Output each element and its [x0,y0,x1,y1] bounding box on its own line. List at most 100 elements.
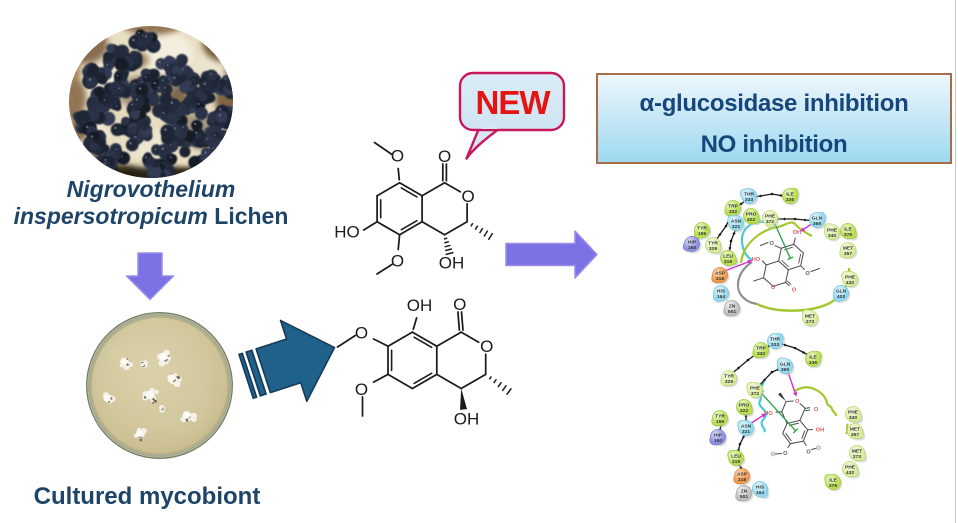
svg-text:O: O [480,337,493,356]
svg-text:357: 357 [844,251,852,257]
svg-text:O: O [391,252,404,271]
svg-text:O: O [806,450,811,456]
svg-text:TYR: TYR [715,413,725,419]
svg-text:318: 318 [716,276,724,282]
svg-text:501: 501 [728,309,736,315]
svg-text:O: O [355,323,368,342]
svg-text:336: 336 [809,360,817,366]
svg-text:LEU: LEU [723,253,733,259]
svg-text:O: O [355,380,368,399]
svg-text:ASN: ASN [741,423,752,429]
svg-text:HIP: HIP [688,239,697,245]
svg-text:HO: HO [752,257,761,263]
svg-text:PHE: PHE [827,227,838,233]
svg-text:OH: OH [454,410,480,429]
svg-text:O: O [438,147,451,166]
svg-text:O: O [792,288,797,294]
svg-text:ASP: ASP [715,270,726,276]
svg-text:329: 329 [709,246,717,252]
svg-text:ZN: ZN [741,488,748,494]
svg-text:376: 376 [844,232,852,238]
svg-text:OH: OH [439,254,465,273]
svg-text:OH: OH [407,296,433,315]
svg-text:333: 333 [745,197,753,203]
svg-text:372: 372 [766,219,774,225]
svg-text:ILE: ILE [829,477,837,483]
svg-text:PHE: PHE [845,274,856,280]
svg-text:HO: HO [334,223,360,242]
svg-text:TYR: TYR [724,373,734,379]
svg-text:322: 322 [740,408,748,414]
svg-text:GLN: GLN [812,215,823,221]
svg-text:TRP: TRP [756,345,767,351]
svg-text:319: 319 [732,459,740,465]
svg-text:160: 160 [714,438,722,444]
svg-text:273: 273 [806,319,814,325]
svg-text:ILE: ILE [844,226,852,232]
svg-text:THR: THR [770,336,781,342]
svg-text:PHE: PHE [848,409,859,415]
svg-text:LEU: LEU [731,453,741,459]
svg-text:O: O [771,285,776,291]
svg-text:O: O [805,271,810,277]
svg-text:332: 332 [757,351,765,357]
svg-text:O: O [783,451,788,457]
svg-text:O: O [461,187,474,206]
svg-text:340: 340 [828,233,836,239]
svg-text:NEW: NEW [476,84,552,121]
svg-text:372: 372 [751,391,759,397]
svg-text:329: 329 [725,379,733,385]
svg-text:319: 319 [724,259,732,265]
svg-text:MET: MET [805,313,815,319]
svg-text:THR: THR [744,191,755,197]
svg-text:432: 432 [846,470,854,476]
svg-text:ASN: ASN [731,218,742,224]
svg-text:164: 164 [717,294,725,300]
svg-text:322: 322 [747,217,755,223]
svg-text:GLN: GLN [780,361,791,367]
svg-text:ILE: ILE [786,191,794,197]
svg-text:HIS: HIS [756,484,765,490]
svg-text:273: 273 [853,454,861,460]
svg-text:TYR: TYR [697,225,707,231]
svg-text:PHE: PHE [750,385,761,391]
svg-text:O: O [453,295,466,314]
svg-text:TRP: TRP [728,203,739,209]
svg-text:332: 332 [729,209,737,215]
svg-text:403: 403 [837,294,845,300]
svg-text:HIS: HIS [717,288,726,294]
svg-text:OH: OH [816,428,824,434]
svg-text:MET: MET [850,426,860,432]
svg-text:357: 357 [851,432,859,438]
svg-text:MET: MET [852,448,862,454]
svg-text:PHE: PHE [845,464,856,470]
svg-text:ZN: ZN [729,303,736,309]
svg-text:TYR: TYR [708,240,718,246]
svg-text:PRO: PRO [746,211,757,217]
svg-text:GLN: GLN [836,288,847,294]
svg-text:432: 432 [846,280,854,286]
svg-text:160: 160 [688,245,696,251]
svg-text:O: O [391,147,404,166]
svg-text:O: O [795,399,800,405]
svg-text:340: 340 [849,415,857,421]
svg-text:HO: HO [764,411,773,417]
svg-text:PRO: PRO [739,402,750,408]
svg-text:ASP: ASP [737,471,748,477]
svg-text:376: 376 [829,483,837,489]
svg-text:333: 333 [771,342,779,348]
svg-text:369: 369 [813,221,821,227]
svg-text:OH: OH [793,230,801,236]
svg-text:318: 318 [738,477,746,483]
svg-text:O: O [814,407,819,413]
svg-text:159: 159 [698,231,706,237]
svg-text:O: O [770,241,775,247]
svg-text:369: 369 [781,367,789,373]
svg-text:PHE: PHE [765,213,776,219]
svg-text:159: 159 [716,419,724,425]
svg-text:164: 164 [756,490,764,496]
svg-text:501: 501 [740,494,748,500]
svg-text:336: 336 [786,197,794,203]
svg-text:HIP: HIP [714,432,723,438]
svg-text:321: 321 [732,224,740,230]
